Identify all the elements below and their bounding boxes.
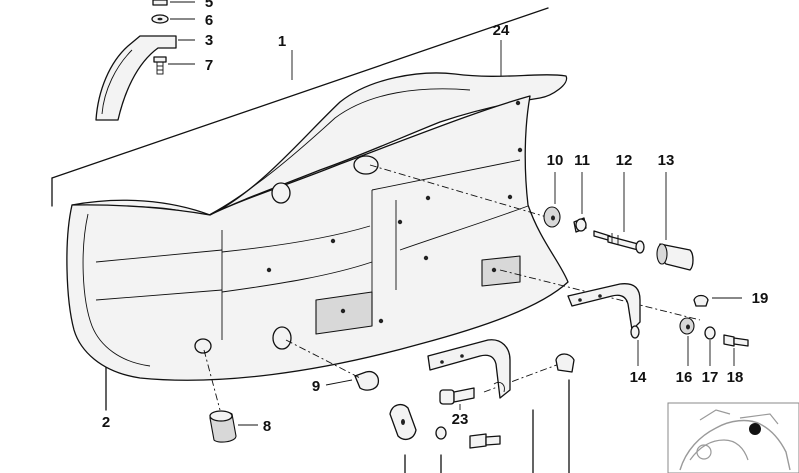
spacer-washer-part — [679, 317, 695, 335]
nut-part — [152, 0, 168, 6]
callout-23: 23 — [452, 411, 469, 428]
callout-6: 6 — [205, 12, 213, 29]
callout-24: 24 — [493, 22, 510, 39]
end-cap-part — [656, 243, 694, 271]
washer-part — [151, 14, 169, 24]
callout-14: 14 — [630, 369, 647, 386]
callout-19: 19 — [752, 290, 769, 307]
callout-16: 16 — [676, 369, 693, 386]
callout-1: 1 — [278, 33, 286, 50]
callout-17: 17 — [702, 369, 719, 386]
rubber-buffer-part — [203, 349, 237, 443]
knob-part — [285, 339, 380, 391]
clamp-part — [389, 403, 417, 441]
small-washer-part — [435, 426, 447, 440]
callout-10: 10 — [547, 152, 564, 169]
hex-bolt-part — [723, 334, 749, 347]
callout-3: 3 — [205, 32, 213, 49]
clip-nut-part — [693, 294, 709, 307]
callout-11: 11 — [574, 152, 590, 169]
callout-13: 13 — [658, 152, 675, 169]
callout-labels: 1 2 3 5 6 7 8 9 10 11 12 13 14 16 17 18 … — [102, 0, 769, 435]
callout-2: 2 — [102, 414, 110, 431]
callout-5: 5 — [205, 0, 213, 11]
spring-clip-part — [493, 353, 575, 393]
grommet-part — [543, 206, 561, 228]
screw-part — [153, 56, 167, 75]
pin-part — [439, 387, 475, 405]
callout-9: 9 — [312, 378, 320, 395]
callout-7: 7 — [205, 57, 213, 74]
callout-8: 8 — [263, 418, 271, 435]
trim-bracket-part — [95, 35, 177, 121]
bolt-part — [593, 230, 645, 254]
lower-bracket-part — [427, 339, 511, 399]
leader-lines — [168, 1, 742, 426]
vehicle-thumbnail-inset — [667, 402, 799, 473]
housing-body-part — [66, 95, 569, 381]
mounting-bracket-part — [567, 283, 641, 339]
lock-washer-part — [704, 326, 716, 340]
callout-18: 18 — [727, 369, 744, 386]
bushing-part — [573, 217, 587, 233]
callout-12: 12 — [616, 152, 633, 169]
small-bolt-part — [469, 433, 501, 449]
